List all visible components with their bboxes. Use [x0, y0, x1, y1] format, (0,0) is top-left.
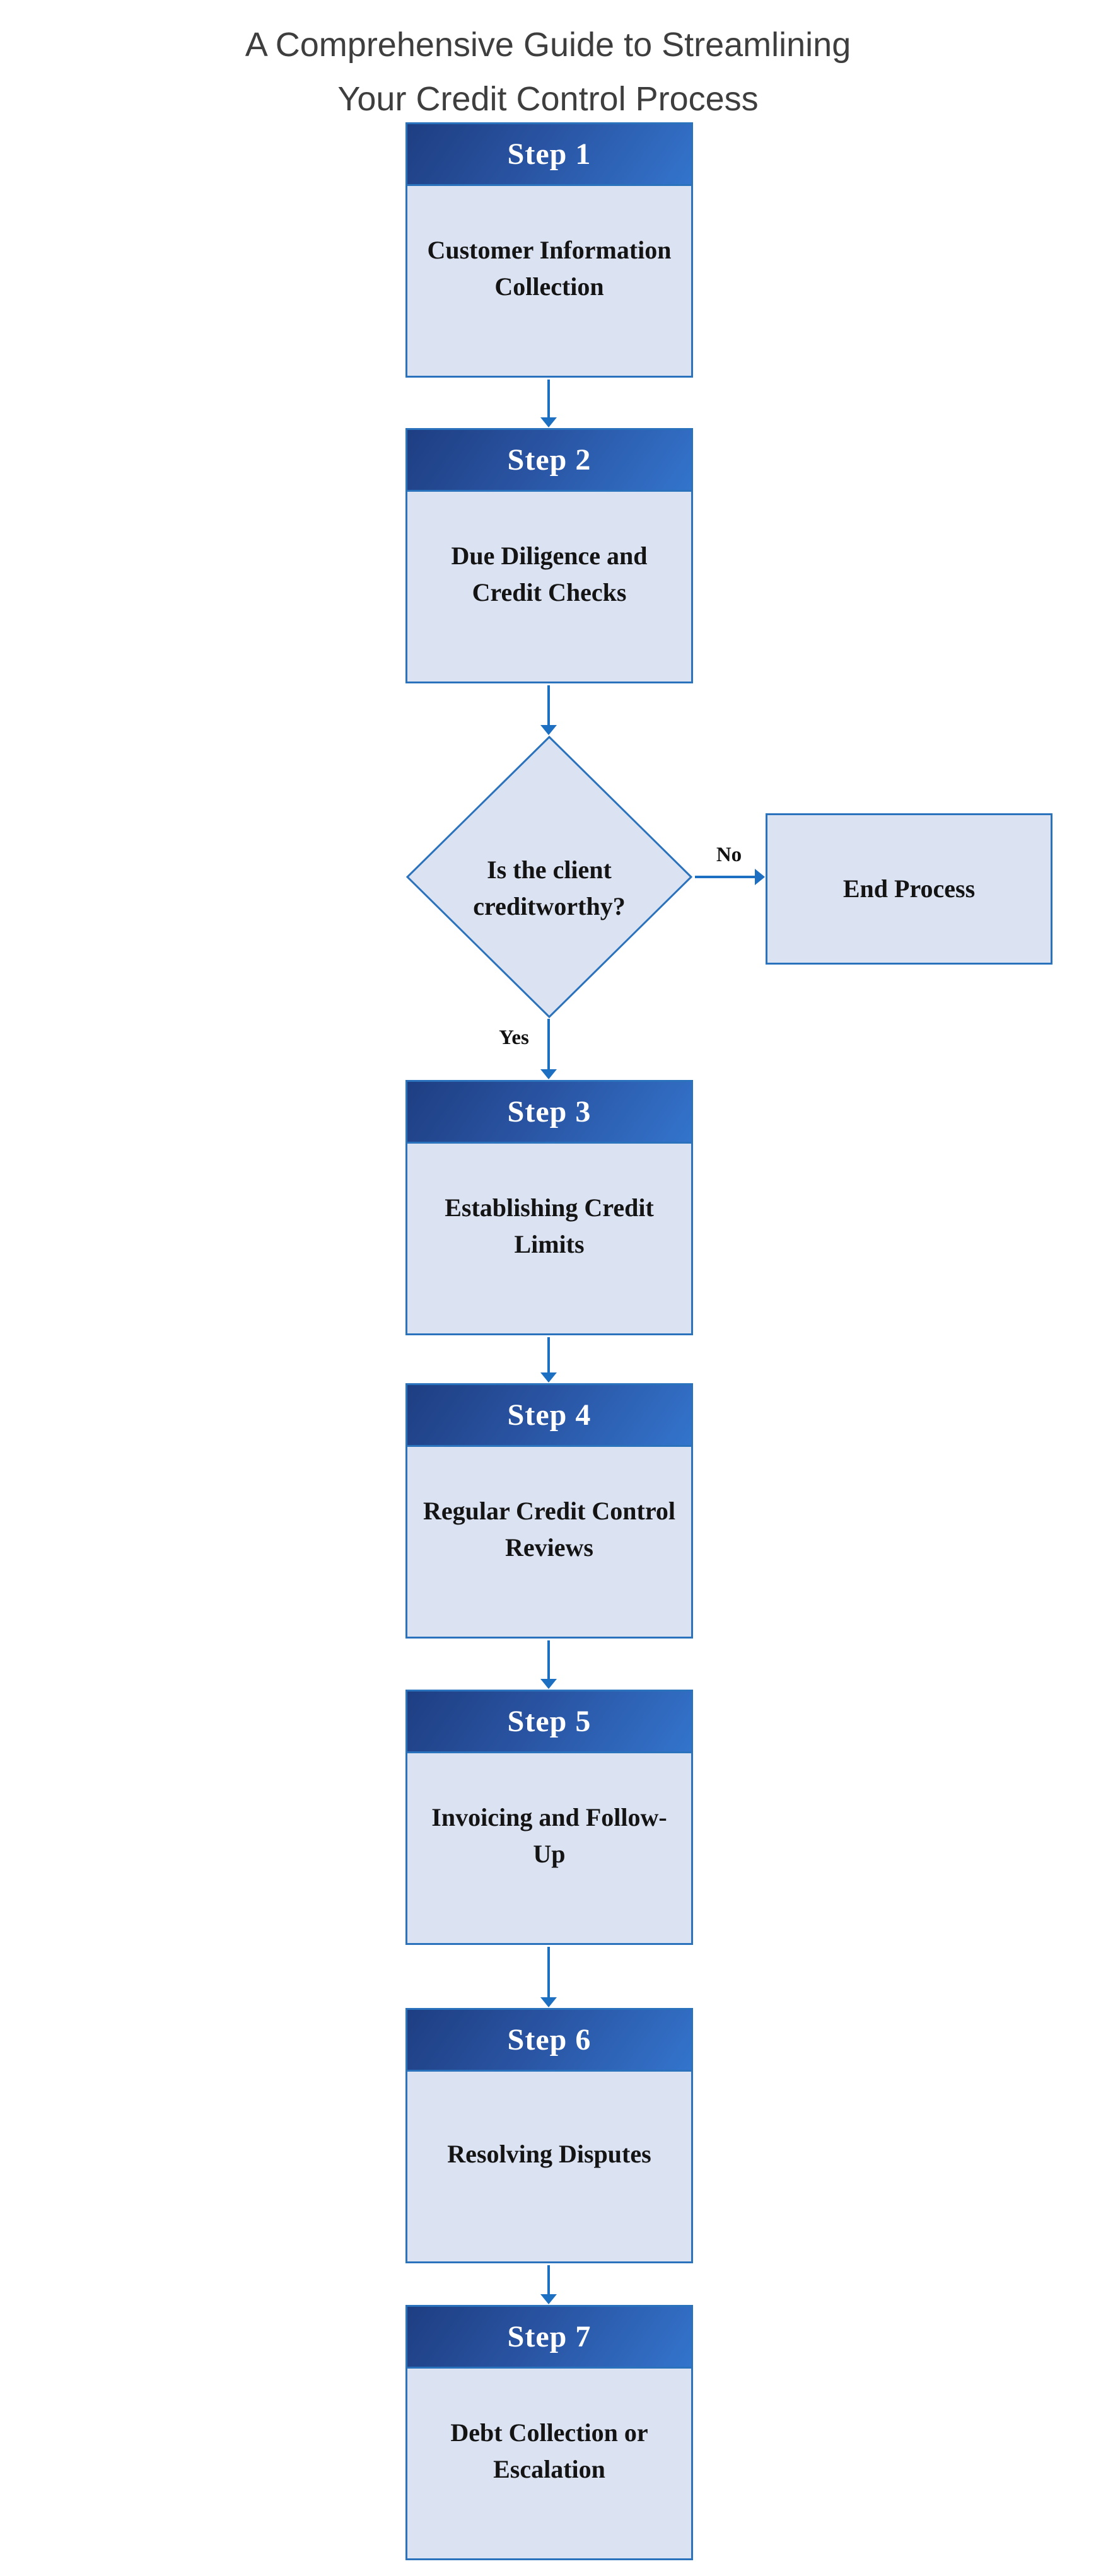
arrow-step1-to-step2 [547, 380, 550, 417]
step-6-header: Step 6 [407, 2010, 691, 2072]
step-2-text: Due Diligence and Credit Checks [451, 541, 648, 606]
step-5-box: Step 5 Invoicing and Follow- Up [405, 1690, 693, 1945]
decision-diamond: Is the client creditworthy? [405, 736, 693, 1018]
arrow-decision-to-step3 [547, 1019, 550, 1069]
end-process-text: End Process [842, 874, 976, 903]
step-4-box: Step 4 Regular Credit Control Reviews [405, 1383, 693, 1639]
arrow-step5-to-step6 [547, 1947, 550, 1997]
step-2-box: Step 2 Due Diligence and Credit Checks [405, 428, 693, 683]
step-3-body: Establishing Credit Limits [407, 1144, 691, 1333]
step-4-text: Regular Credit Control Reviews [423, 1496, 675, 1562]
arrow-step6-to-step7 [547, 2265, 550, 2294]
step-7-header: Step 7 [407, 2307, 691, 2369]
step-6-box: Step 6 Resolving Disputes [405, 2008, 693, 2263]
end-process-box: End Process [766, 813, 1052, 965]
step-6-text: Resolving Disputes [447, 2139, 651, 2168]
step-6-header-label: Step 6 [507, 2023, 592, 2057]
step-7-header-label: Step 7 [507, 2320, 592, 2353]
step-1-text: Customer Information Collection [427, 235, 672, 301]
step-5-body: Invoicing and Follow- Up [407, 1753, 691, 1943]
step-3-header-label: Step 3 [507, 1095, 592, 1128]
step-2-header-label: Step 2 [507, 443, 592, 477]
decision-question: Is the client creditworthy? [473, 856, 626, 920]
arrow-decision-to-end [695, 876, 755, 878]
step-1-box: Step 1 Customer Information Collection [405, 122, 693, 378]
step-2-header: Step 2 [407, 430, 691, 492]
step-7-body: Debt Collection or Escalation [407, 2369, 691, 2558]
no-branch-label: No [716, 844, 742, 866]
arrow-step3-to-step4 [547, 1337, 550, 1372]
step-5-header: Step 5 [407, 1691, 691, 1753]
step-1-header-label: Step 1 [507, 137, 592, 171]
arrow-step4-to-step5 [547, 1640, 550, 1679]
step-3-box: Step 3 Establishing Credit Limits [405, 1080, 693, 1335]
step-5-text: Invoicing and Follow- Up [431, 1802, 667, 1868]
step-4-header-label: Step 4 [507, 1398, 592, 1432]
arrow-step2-to-decision [547, 685, 550, 725]
step-4-header: Step 4 [407, 1385, 691, 1447]
step-1-header: Step 1 [407, 124, 691, 186]
step-6-body: Resolving Disputes [407, 2072, 691, 2261]
step-2-body: Due Diligence and Credit Checks [407, 492, 691, 682]
page-title: A Comprehensive Guide to Streamlining Yo… [245, 26, 851, 118]
step-7-text: Debt Collection or Escalation [450, 2418, 648, 2483]
step-5-header-label: Step 5 [507, 1705, 592, 1738]
step-7-box: Step 7 Debt Collection or Escalation [405, 2305, 693, 2560]
step-3-header: Step 3 [407, 1082, 691, 1144]
step-4-body: Regular Credit Control Reviews [407, 1447, 691, 1637]
step-3-text: Establishing Credit Limits [445, 1193, 654, 1258]
step-1-body: Customer Information Collection [407, 186, 691, 376]
diamond-shape [405, 736, 693, 1018]
yes-branch-label: Yes [499, 1026, 529, 1049]
